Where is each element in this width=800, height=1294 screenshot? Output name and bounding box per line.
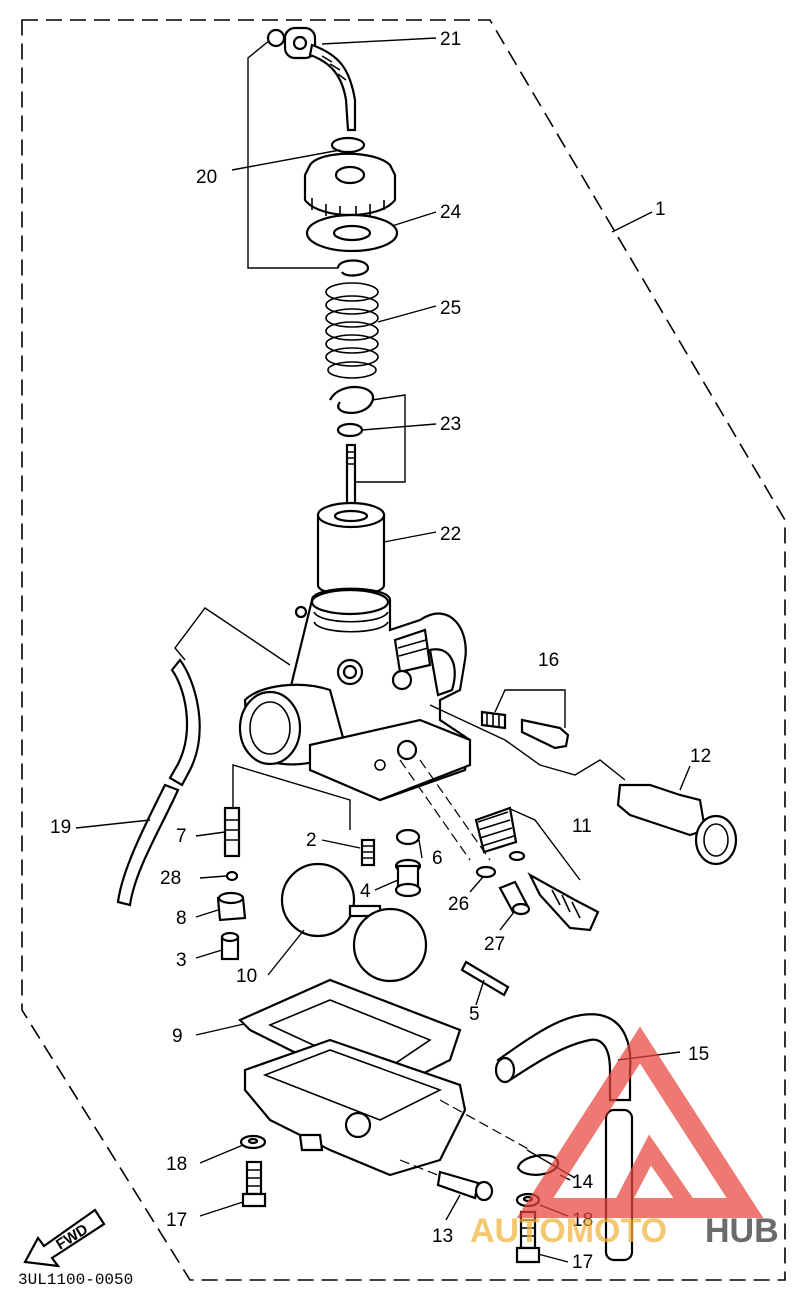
- part-2-jet: [360, 838, 376, 867]
- leader-7-bracket: [232, 764, 351, 830]
- part-17-screw-right: [515, 1210, 541, 1264]
- leader-body-to-26: [419, 759, 491, 861]
- part-16-screws: [480, 689, 570, 750]
- part-24-gasket: [305, 213, 399, 253]
- callout-6: 6: [432, 848, 443, 869]
- watermark-brand-part1: AUTOMOTO: [470, 1212, 667, 1250]
- part-13-drain-screw: [436, 1170, 494, 1202]
- part-float-chamber: [243, 1038, 467, 1177]
- part-28-o-ring: [225, 870, 239, 882]
- leader-19-area: [174, 607, 291, 666]
- part-retainer: [329, 386, 375, 414]
- callout-1: 1: [655, 199, 666, 220]
- callout-17a: 17: [166, 1210, 187, 1231]
- callout-5: 5: [469, 1004, 480, 1025]
- callout-24: 24: [440, 202, 462, 223]
- callout-4: 4: [360, 881, 371, 902]
- callout-2: 2: [306, 830, 317, 851]
- callout-17b: 17: [572, 1252, 593, 1273]
- watermark-triangle-icon: [516, 1026, 764, 1218]
- part-12-starter-plunger: [616, 783, 738, 866]
- part-20-washer: [330, 136, 366, 154]
- fwd-arrow-icon: FWD: [23, 1208, 106, 1268]
- part-7-nozzle: [223, 806, 241, 858]
- callout-14: 14: [572, 1172, 594, 1193]
- part-27-screw: [498, 880, 531, 916]
- callout-25: 25: [440, 298, 461, 319]
- callout-13: 13: [432, 1226, 453, 1247]
- part-cap: [303, 152, 397, 218]
- callout-21: 21: [440, 29, 461, 50]
- part-6-washer: [395, 828, 421, 846]
- callout-3: 3: [176, 950, 187, 971]
- part-clip-upper: [336, 259, 370, 277]
- part-26-washer: [475, 865, 497, 879]
- callout-23: 23: [440, 414, 461, 435]
- leader-chamber-13: [399, 1159, 451, 1181]
- part-25-spring: [325, 282, 379, 379]
- leader-body-to-12: [429, 704, 626, 781]
- watermark-inner-mark-icon: [612, 1134, 697, 1213]
- callout-9: 9: [172, 1026, 183, 1047]
- part-18-washer-left: [239, 1134, 267, 1150]
- callout-10: 10: [236, 966, 257, 987]
- callout-15: 15: [688, 1044, 709, 1065]
- part-17-screw-left: [241, 1160, 267, 1208]
- callout-numbers: 1 2 3 4 5 6 7 8 9 10 11 12 13 14 15 16 1…: [50, 29, 711, 1273]
- part-15-overflow-pipe: [494, 1013, 634, 1262]
- callout-18a: 18: [166, 1154, 187, 1175]
- watermark-brand-part2: HUB: [705, 1212, 779, 1250]
- callout-leaders: [75, 37, 691, 1263]
- callout-26: 26: [448, 894, 469, 915]
- part-11-pilot-screw-set: [474, 806, 600, 932]
- part-8-holder: [216, 891, 247, 922]
- callout-22: 22: [440, 524, 461, 545]
- callout-27: 27: [484, 934, 505, 955]
- callout-7: 7: [176, 826, 187, 847]
- callout-28: 28: [160, 868, 181, 889]
- part-23-clip: [336, 422, 364, 438]
- part-5-float-pin: [460, 960, 510, 997]
- leader-body-to-float: [399, 759, 471, 861]
- callout-20: 20: [196, 167, 217, 188]
- part-10-float: [280, 862, 428, 983]
- callout-19: 19: [50, 817, 71, 838]
- document-number: 3UL1100-0050: [18, 1271, 133, 1289]
- callout-12: 12: [690, 746, 711, 767]
- part-3-jet: [220, 931, 240, 961]
- callout-11: 11: [572, 816, 592, 837]
- bracket-23: [355, 394, 406, 483]
- automotohub-watermark: AUTOMOTO HUB: [470, 1026, 779, 1250]
- part-21-cable-adjuster: [266, 26, 357, 132]
- leader-chamber-14: [439, 1099, 531, 1151]
- bracket-21-20: [247, 39, 340, 269]
- callout-16: 16: [538, 650, 559, 671]
- callout-8: 8: [176, 908, 187, 929]
- part-1-carburetor-body: [238, 587, 472, 802]
- part-19-vent-hose: [116, 658, 201, 907]
- assembly-boundary: [21, 19, 786, 1281]
- part-22-throttle-valve: [316, 501, 386, 596]
- part-4-needle-jet: [394, 858, 422, 898]
